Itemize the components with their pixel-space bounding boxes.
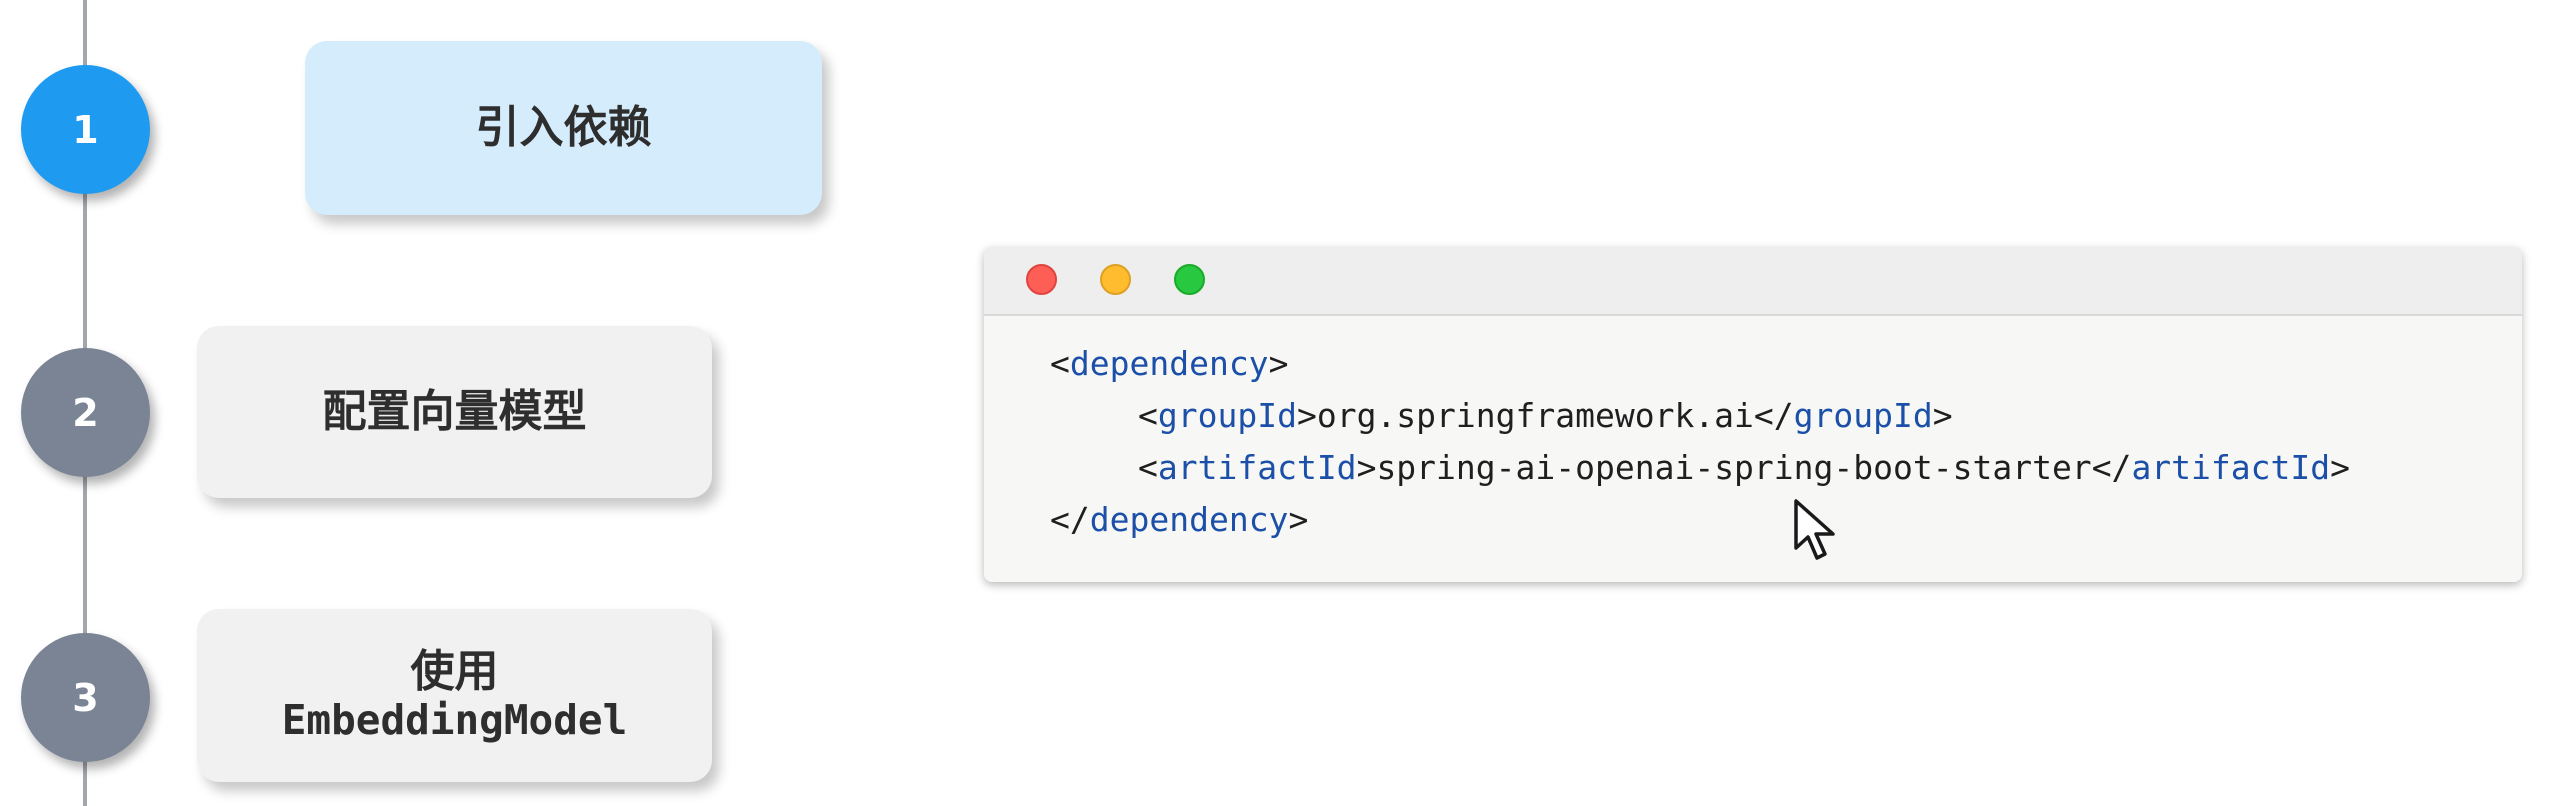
mouse-cursor-icon xyxy=(1794,499,1835,560)
code-line: <dependency> xyxy=(1050,344,1289,383)
step-2-number: 2 xyxy=(72,390,99,435)
step-1-card[interactable]: 引入依赖 xyxy=(305,41,822,215)
step-2-card[interactable]: 配置向量模型 xyxy=(197,326,712,498)
step-3-label: 使用 xyxy=(410,645,499,697)
close-dot-icon[interactable] xyxy=(1026,264,1057,295)
maximize-dot-icon[interactable] xyxy=(1174,264,1205,295)
minimize-dot-icon[interactable] xyxy=(1100,264,1131,295)
step-2-label: 配置向量模型 xyxy=(322,385,587,437)
step-3-label-line2: EmbeddingModel xyxy=(281,696,628,745)
step-2-circle[interactable]: 2 xyxy=(21,348,150,477)
code-body[interactable]: <dependency> <groupId>org.springframewor… xyxy=(984,316,2522,546)
step-1-circle[interactable]: 1 xyxy=(21,65,150,194)
code-line: <groupId>org.springframework.ai</groupId… xyxy=(1138,396,1953,435)
code-line: </dependency> xyxy=(1050,500,1309,539)
step-1-number: 1 xyxy=(72,107,99,152)
step-3-card[interactable]: 使用 EmbeddingModel xyxy=(197,609,712,782)
window-titlebar xyxy=(984,247,2522,316)
code-window: <dependency> <groupId>org.springframewor… xyxy=(984,247,2522,582)
step-1-label: 引入依赖 xyxy=(475,101,652,153)
step-3-number: 3 xyxy=(72,675,99,720)
step-3-circle[interactable]: 3 xyxy=(21,633,150,762)
code-line: <artifactId>spring-ai-openai-spring-boot… xyxy=(1138,448,2350,487)
